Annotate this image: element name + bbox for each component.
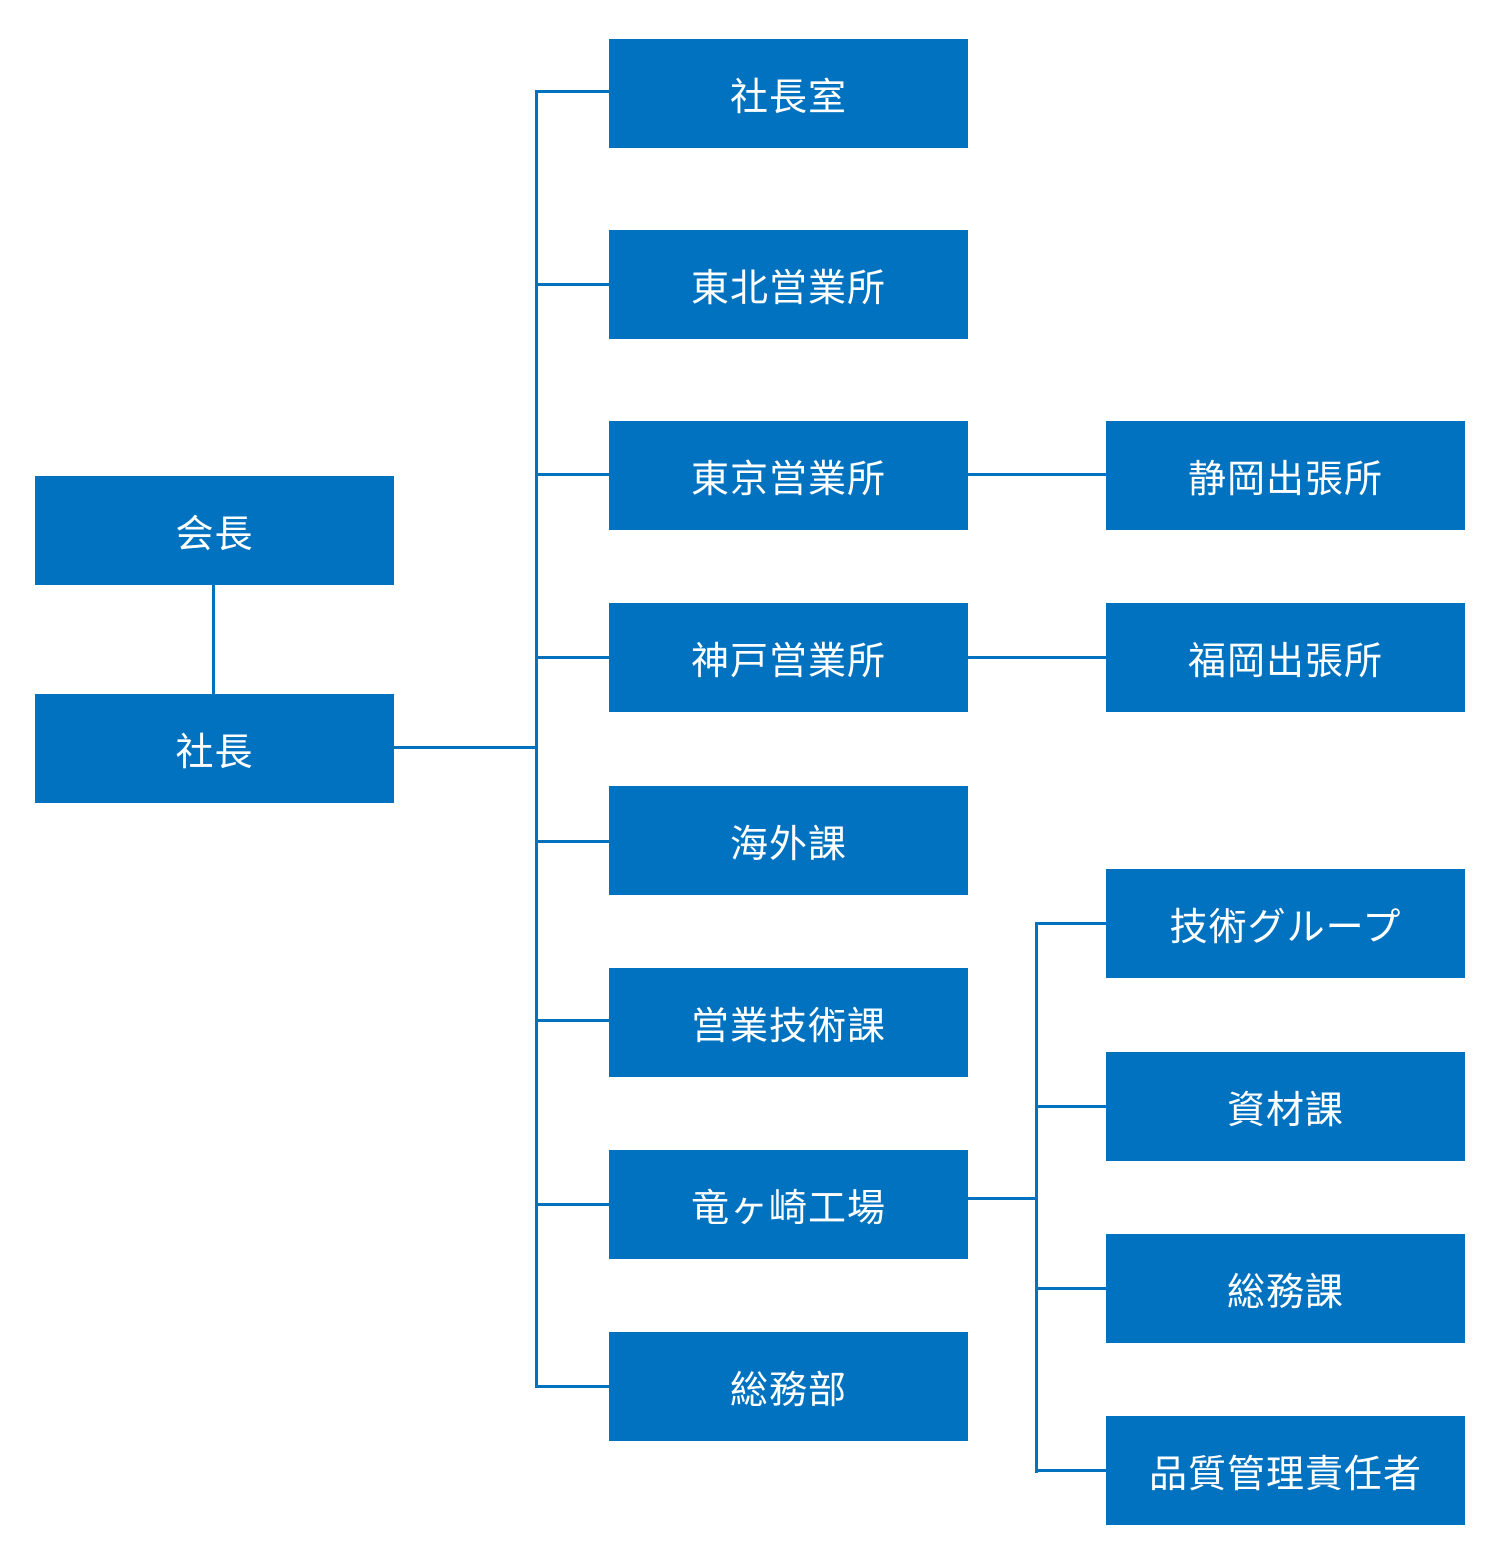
connector-factory-branch	[1035, 922, 1038, 1473]
connector-ryugasaki-factory	[535, 1203, 610, 1206]
connector-kobe-sales	[535, 656, 610, 659]
connector-general-affairs-section	[1035, 1287, 1107, 1290]
general-affairs-section-box: 総務課	[1106, 1234, 1465, 1343]
tokyo-sales-box: 東京営業所	[609, 421, 968, 530]
connector-tokyo-sales	[535, 473, 610, 476]
connector-sales-engineering	[535, 1019, 610, 1022]
fukuoka-branch-box: 福岡出張所	[1106, 603, 1465, 712]
chairman-box: 会長	[35, 476, 394, 585]
kobe-sales-box: 神戸営業所	[609, 603, 968, 712]
president-box: 社長	[35, 694, 394, 803]
president-office-box: 社長室	[609, 39, 968, 148]
connector-overseas	[535, 840, 610, 843]
connector-tokyo-shizuoka	[967, 473, 1107, 476]
connector-technical-group	[1035, 922, 1107, 925]
connector-president-trunk	[393, 746, 538, 749]
sales-engineering-box: 営業技術課	[609, 968, 968, 1077]
materials-box: 資材課	[1106, 1052, 1465, 1161]
tohoku-sales-box: 東北営業所	[609, 230, 968, 339]
connector-main-trunk	[535, 90, 538, 1388]
connector-factory-trunk	[967, 1197, 1038, 1200]
connector-tohoku-sales	[535, 283, 610, 286]
quality-manager-box: 品質管理責任者	[1106, 1416, 1465, 1525]
connector-materials	[1035, 1105, 1107, 1108]
connector-chairman-president	[212, 585, 215, 694]
connector-kobe-fukuoka	[967, 656, 1107, 659]
connector-quality-manager	[1035, 1469, 1107, 1472]
ryugasaki-factory-box: 竜ヶ崎工場	[609, 1150, 968, 1259]
connector-general-affairs-dept	[535, 1385, 610, 1388]
technical-group-box: 技術グループ	[1106, 869, 1465, 978]
connector-president-office	[535, 90, 610, 93]
shizuoka-branch-box: 静岡出張所	[1106, 421, 1465, 530]
overseas-box: 海外課	[609, 786, 968, 895]
general-affairs-dept-box: 総務部	[609, 1332, 968, 1441]
